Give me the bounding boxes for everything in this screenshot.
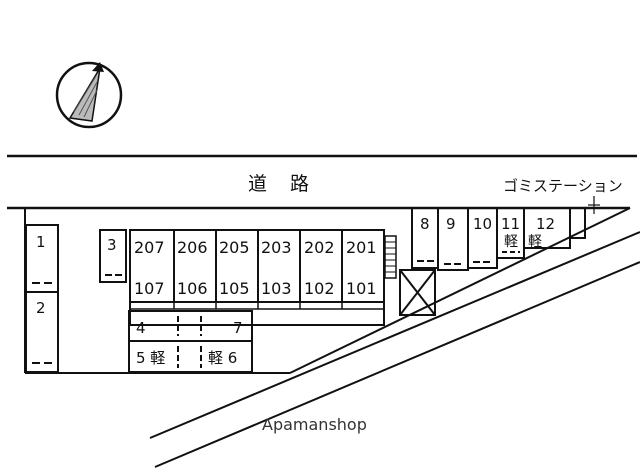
parking-slot-8: 8 <box>420 215 430 233</box>
unit-207: 207 <box>134 238 165 257</box>
street-line-upper <box>149 231 640 439</box>
parking-slot-6-kei: 軽 6 <box>208 349 237 367</box>
parking-left: 1 2 <box>25 224 59 373</box>
road-label: 道 路 <box>248 173 311 195</box>
parking-slot-9: 9 <box>446 215 456 233</box>
parking-slot-7: 7 <box>233 319 243 337</box>
watermark: Apamanshop <box>262 415 367 434</box>
parking-slot-12-kei: 軽 <box>528 234 542 250</box>
parking-slot-5-kei: 5 軽 <box>136 349 165 367</box>
parking-slot-4: 4 <box>136 319 146 337</box>
parking-slot-3-box: 3 <box>99 229 127 283</box>
parking-slot-2: 2 <box>36 299 46 317</box>
parking-slot-1: 1 <box>36 233 46 251</box>
parking-slot-11: 11 <box>501 215 520 233</box>
unit-101: 101 <box>346 279 377 298</box>
unit-201: 201 <box>346 238 377 257</box>
parking-center: 4 7 5 軽 軽 6 <box>128 310 253 373</box>
unit-206: 206 <box>177 238 208 257</box>
compass-icon <box>55 61 123 129</box>
street-line-lower <box>154 261 640 468</box>
unit-105: 105 <box>219 279 250 298</box>
unit-203: 203 <box>261 238 292 257</box>
parking-slot-3: 3 <box>107 236 117 254</box>
unit-107: 107 <box>134 279 165 298</box>
unit-202: 202 <box>304 238 335 257</box>
unit-205: 205 <box>219 238 250 257</box>
unit-106: 106 <box>177 279 208 298</box>
unit-103: 103 <box>261 279 292 298</box>
garbage-station-label: ゴミステーション <box>503 177 623 195</box>
parking-right <box>399 208 586 316</box>
parking-slot-12: 12 <box>536 215 555 233</box>
parking-slot-11-kei: 軽 <box>504 234 518 250</box>
unit-102: 102 <box>304 279 335 298</box>
parking-slot-10: 10 <box>473 215 492 233</box>
apartment-building: 207 206 205 203 202 201 107 106 105 103 … <box>129 229 397 326</box>
